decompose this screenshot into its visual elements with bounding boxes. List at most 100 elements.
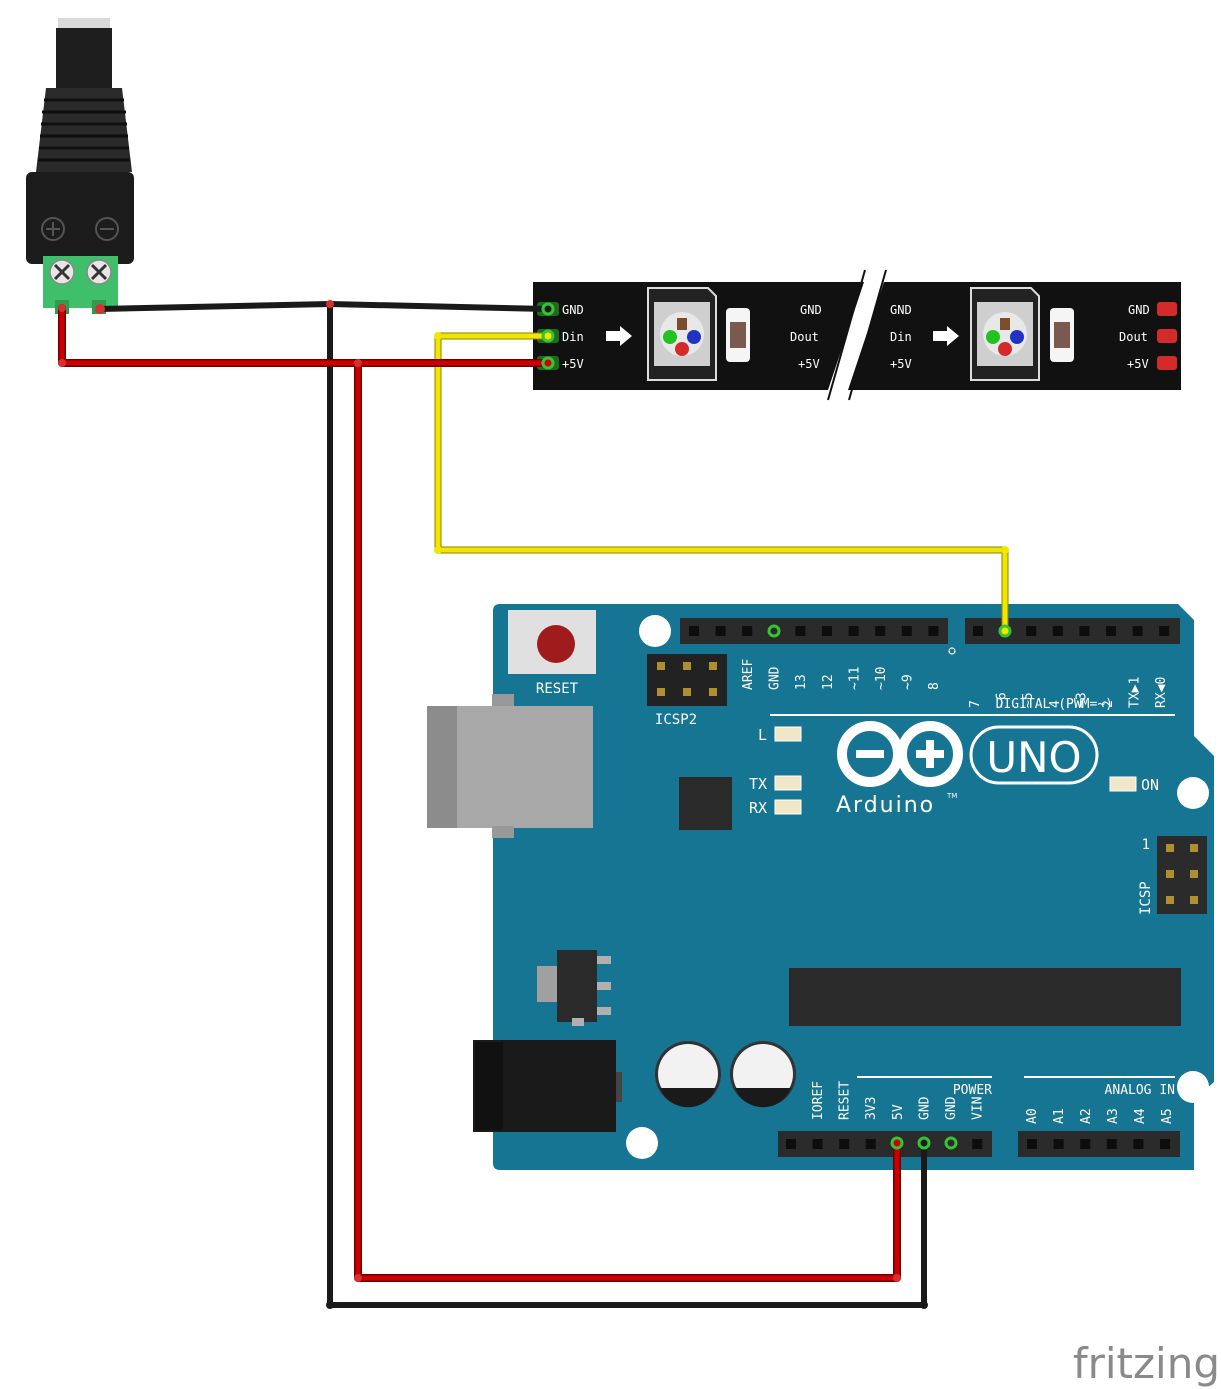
led-tx: [774, 775, 802, 791]
header-pin-hole: [928, 626, 939, 636]
analog-label: ANALOG IN: [1105, 1083, 1175, 1098]
header-pin-hole: [848, 626, 859, 636]
uno-logo-text: UNO: [986, 733, 1081, 782]
led-on-label: ON: [1141, 776, 1159, 794]
arduino-logo-text: Arduino: [836, 793, 935, 818]
regulator-tab: [537, 966, 559, 1002]
pin-label: TX▶1: [1128, 677, 1143, 708]
pin-label: 12: [821, 674, 836, 690]
strip1-label-dout: Dout: [790, 330, 819, 344]
header-pin-hole: [1159, 626, 1170, 636]
pin-label: ~10: [874, 667, 889, 690]
header-pin-hole: [742, 626, 753, 636]
strip2-label-gnd: GND: [890, 303, 912, 317]
led-l-label: L: [758, 726, 767, 744]
strip2-label-dout: Dout: [1119, 330, 1148, 344]
pin-label: A2: [1079, 1108, 1094, 1124]
header-pin-hole: [839, 1139, 850, 1149]
capacitor-right: [730, 1041, 796, 1108]
pin-label: 8: [927, 682, 942, 690]
icsp2-header: [647, 654, 727, 706]
strip1-label-din: Din: [562, 330, 584, 344]
pin-label: ~5: [1021, 692, 1036, 708]
reset-label: RESET: [536, 681, 579, 697]
header-pin-hole: [1106, 626, 1116, 636]
analog-header: [1018, 1131, 1180, 1157]
arrow-right-icon: [606, 326, 632, 346]
header-pin-hole: [786, 1139, 796, 1149]
header-pin-hole: [1160, 1139, 1170, 1149]
header-pin-hole: [1079, 626, 1090, 636]
minus-icon: [95, 217, 119, 241]
pin-label: ~6: [995, 692, 1010, 708]
led-strip: GND Din +5V GND Dout +5V GND Din +5V GND…: [533, 269, 1181, 401]
led-l: [774, 726, 802, 742]
led-rx-label: RX: [749, 799, 767, 817]
header-pin-hole: [973, 626, 983, 636]
strip2-label-din: Din: [890, 330, 912, 344]
plus-icon: [41, 217, 65, 241]
header-pin-hole: [1106, 1139, 1117, 1149]
pin-connection-highlights: [541, 302, 1012, 1150]
pin-label: 5V: [891, 1104, 906, 1120]
header-pin-hole: [1133, 1139, 1144, 1149]
header-pin-hole: [875, 626, 886, 636]
arduino-infinity-logo: [837, 721, 963, 787]
icsp-pin1-label: 1: [1142, 837, 1150, 853]
fritzing-watermark: fritzing: [1073, 1339, 1220, 1388]
analog-header-holes: [1027, 1139, 1170, 1149]
header-pin-hole: [689, 626, 699, 636]
icsp-header: [1157, 836, 1207, 914]
pin-label: 7: [968, 700, 983, 708]
header-pin-hole: [1053, 1139, 1064, 1149]
pin-label: 3V3: [864, 1097, 879, 1120]
voltage-regulator: [557, 950, 597, 1022]
pin-label: RESET: [838, 1081, 853, 1120]
usb-chip: [679, 777, 732, 830]
pin-label: IOREF: [811, 1081, 826, 1120]
pin-label: A5: [1160, 1108, 1175, 1124]
mounting-hole: [639, 615, 671, 647]
header-pin-hole: [715, 626, 726, 636]
header-pin-hole: [1027, 1139, 1037, 1149]
board-pcb: [493, 604, 1214, 1170]
pin-label: ~3: [1074, 692, 1089, 708]
mounting-hole: [1177, 777, 1209, 809]
header-pin-hole: [812, 1139, 823, 1149]
icsp2-label: ICSP2: [655, 712, 697, 728]
wires: [58, 300, 1012, 1309]
pin-label: A4: [1133, 1108, 1148, 1124]
pin-label: A0: [1025, 1108, 1040, 1124]
pin-label: A3: [1106, 1108, 1121, 1124]
dc-jack-grip: [36, 88, 132, 172]
arduino-logo-tm: TM: [946, 792, 957, 800]
header-pin-hole: [1080, 1139, 1091, 1149]
dc-jack-ridges: [38, 98, 130, 162]
strip1-label-gnd-out: GND: [800, 303, 822, 317]
header-pin-hole: [822, 626, 832, 636]
dc-jack-housing: [26, 172, 134, 264]
pin-label: AREF: [741, 659, 756, 690]
mounting-hole: [1177, 1071, 1209, 1103]
wire-gnd-jack-to-strip: [97, 301, 551, 312]
pin-label: ~9: [901, 674, 916, 690]
wire-gnd-to-arduino: [327, 301, 927, 1308]
power-header: [778, 1131, 992, 1157]
wire-5v-to-arduino: [355, 360, 900, 1281]
header-pin-hole: [1132, 626, 1143, 636]
reset-button-cap[interactable]: [537, 625, 575, 663]
wire-joints: [58, 300, 1009, 1309]
led-on: [1109, 776, 1137, 792]
arrow-right-icon: [933, 326, 959, 346]
power-label: POWER: [953, 1083, 992, 1098]
strip1-label-5v-out: +5V: [798, 357, 820, 371]
header-pin-hole: [901, 626, 912, 636]
pin-label: GND: [944, 1096, 959, 1120]
uno-badge: [969, 725, 1099, 785]
